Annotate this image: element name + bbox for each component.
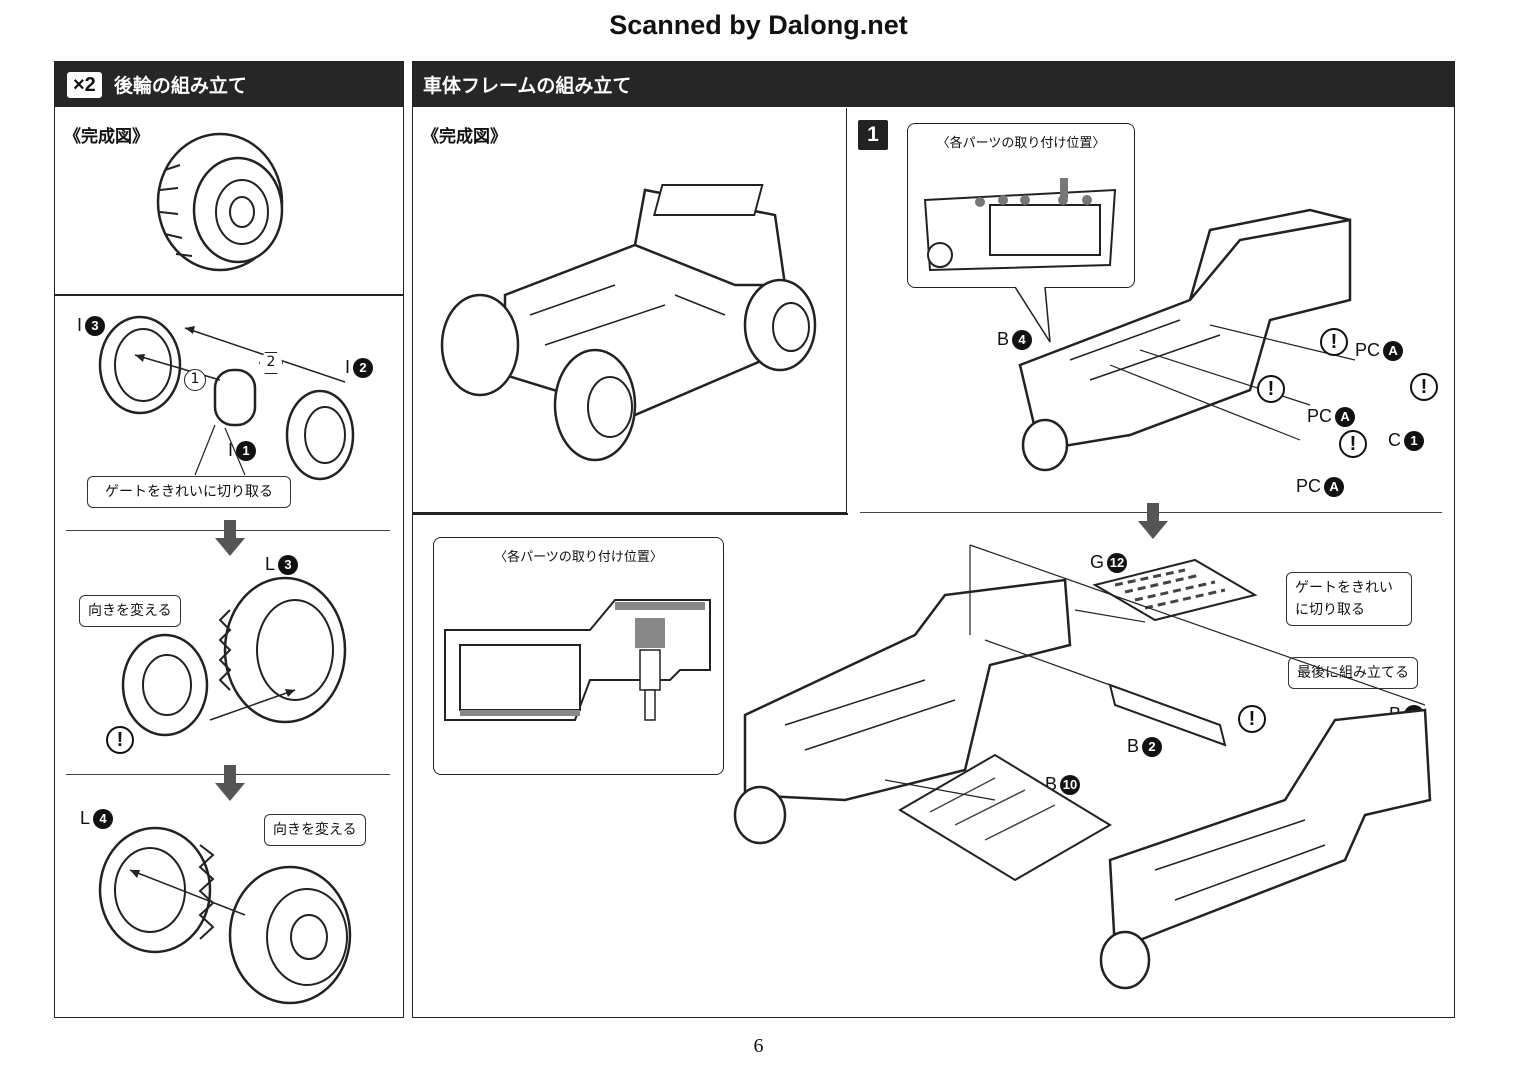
frame-b4-illustration	[1018, 208, 1356, 472]
completed-view-box	[413, 108, 847, 513]
orientation-note-2: 向きを変える	[264, 814, 366, 846]
tire-half-l4-illustration	[98, 826, 352, 1005]
rear-wheel-completed-label: 《完成図》	[64, 127, 149, 147]
hub-assembly-illustration	[98, 315, 355, 481]
mount-position-diagram	[923, 178, 1117, 272]
mount-position-inset-2-title: 〈各パーツの取り付け位置〉	[494, 550, 663, 565]
caution-icon: !	[1410, 373, 1438, 401]
callout-pointer	[1014, 286, 1051, 343]
completed-tire-illustration	[156, 132, 284, 272]
order-badge-1: 1	[184, 369, 206, 391]
part-number-dot: 1	[236, 440, 257, 461]
part-number-dot: A	[1324, 476, 1345, 497]
frame-assembly-illustration	[733, 544, 1432, 990]
gate-trim-note-2: ゲートをきれい に切り取る	[1286, 572, 1412, 626]
caution-icon: !	[1257, 375, 1285, 403]
assemble-last-note: 最後に組み立てる	[1288, 657, 1418, 689]
part-number-dot: 2	[353, 357, 374, 378]
part-number-dot: 2	[1142, 736, 1163, 757]
gate-trim-note: ゲートをきれいに切り取る	[87, 476, 291, 508]
caution-icon: !	[1238, 705, 1266, 733]
scan-credit: Scanned by Dalong.net	[609, 10, 908, 40]
completed-vehicle-illustration	[440, 184, 817, 462]
part-number-dot: 3	[278, 554, 299, 575]
caution-icon: !	[1339, 430, 1367, 458]
rear-wheel-header: ×2 後輪の組み立て	[55, 62, 403, 107]
left-divider-1	[55, 294, 403, 296]
order-badge-2: 2	[259, 352, 283, 374]
down-arrow-icon	[215, 765, 245, 801]
part-number-dot: 12	[1107, 552, 1128, 573]
page-number: 6	[753, 1035, 764, 1057]
frame-assembly-header: 車体フレームの組み立て	[413, 62, 1454, 107]
caution-icon: !	[1320, 328, 1348, 356]
part-number-dot: 4	[1012, 329, 1033, 350]
tire-half-l3-illustration	[121, 576, 347, 737]
part-number-dot: A	[1335, 406, 1356, 427]
part-number-dot: 4	[93, 808, 114, 829]
down-arrow-icon	[1138, 503, 1168, 539]
part-number-dot: A	[1383, 340, 1404, 361]
part-number-dot: 1	[1404, 430, 1424, 451]
part-number-dot: 10	[1060, 774, 1081, 795]
caution-icon: !	[106, 726, 134, 754]
multiplier-badge: ×2	[67, 71, 102, 98]
frame-assembly-title: 車体フレームの組み立て	[423, 75, 632, 97]
orientation-note-1: 向きを変える	[79, 595, 181, 627]
mount-position-diagram-2	[444, 599, 711, 721]
part-number-dot: 3	[85, 315, 106, 336]
mount-position-inset-title: 〈各パーツの取り付け位置〉	[936, 136, 1106, 151]
completed-divider	[413, 513, 848, 515]
rear-wheel-title: 後輪の組み立て	[113, 75, 247, 97]
down-arrow-icon	[215, 520, 245, 556]
step-number-badge: 1	[858, 120, 888, 150]
frame-completed-label: 《完成図》	[422, 127, 507, 147]
